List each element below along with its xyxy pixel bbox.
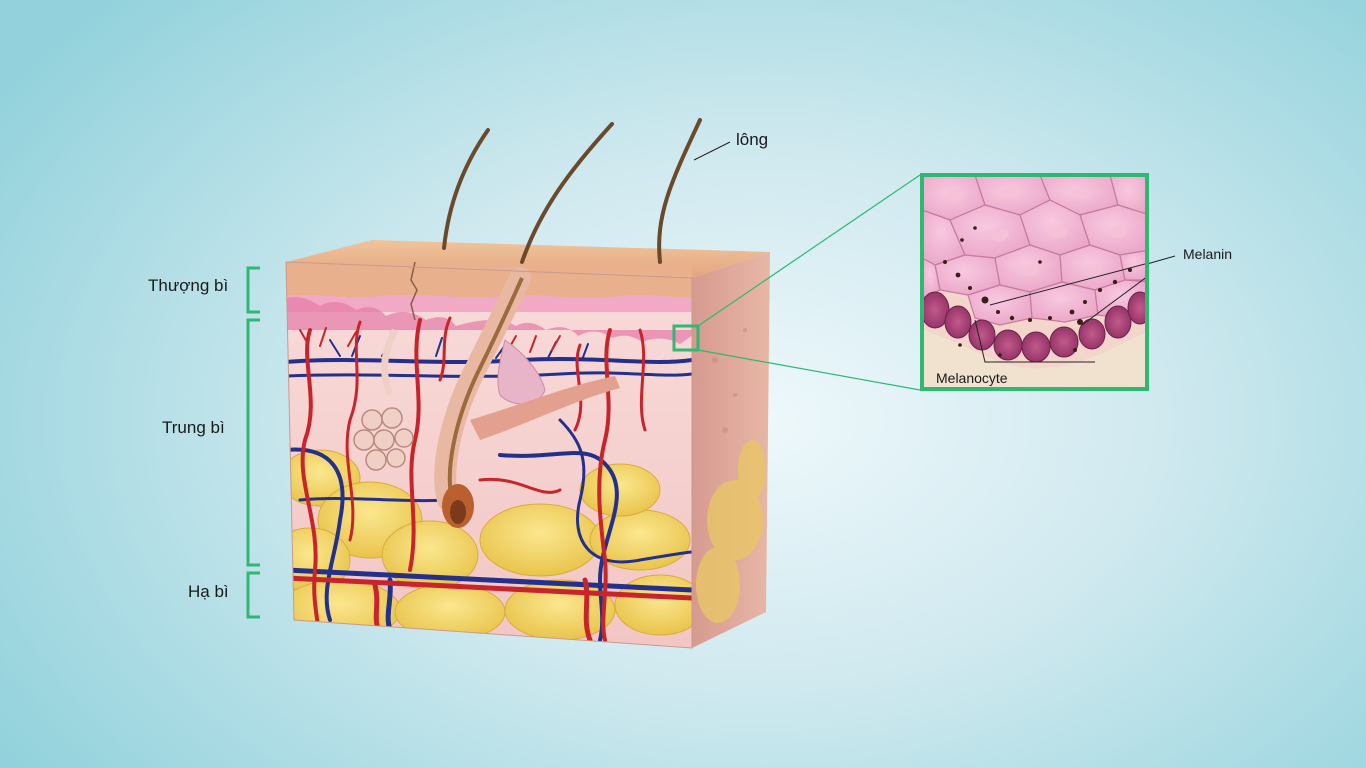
arteries <box>286 316 692 643</box>
arrector-pili-muscle <box>470 376 620 440</box>
basal-cell-layer <box>922 291 1147 363</box>
label-hair: lông <box>736 130 769 149</box>
label-melanocyte: Melanocyte <box>936 370 1008 386</box>
layer-brackets <box>246 266 260 619</box>
bracket-dermis <box>246 318 260 567</box>
hair-strands <box>442 118 702 264</box>
label-hypodermis: Hạ bì <box>188 582 229 601</box>
bracket-hypodermis <box>246 571 260 619</box>
label-dermis: Trung bì <box>162 418 225 437</box>
side-fat-patches <box>696 440 766 623</box>
zoom-connector-lines <box>697 174 921 391</box>
bracket-epidermis <box>246 266 260 314</box>
zoom-label-leaders <box>974 262 1147 363</box>
sweat-gland <box>353 328 414 471</box>
hair-follicle <box>434 267 531 528</box>
label-epidermis: Thượng bì <box>148 276 229 295</box>
label-melanin: Melanin <box>1183 246 1233 262</box>
zoom-frame <box>920 173 1149 391</box>
zoom-panel <box>922 175 1147 389</box>
zoom-source-box <box>672 324 700 352</box>
melanin-granules <box>943 226 1132 357</box>
epidermis-layer <box>286 262 692 298</box>
hair-leader-line <box>693 141 731 161</box>
